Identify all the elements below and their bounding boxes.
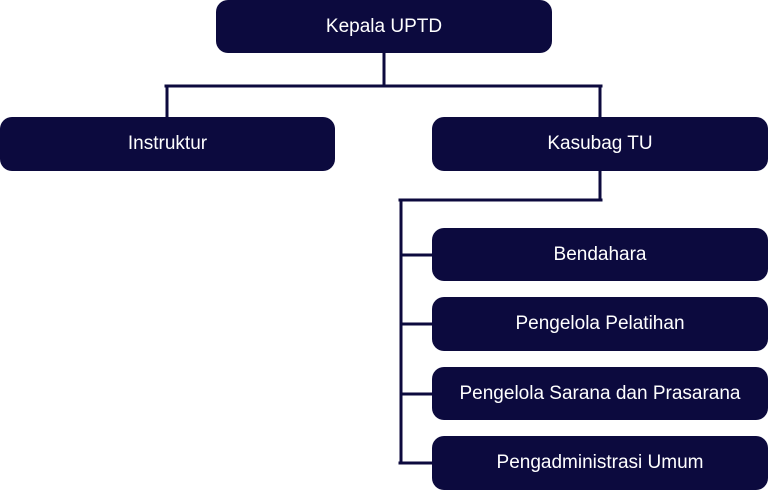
node-label: Pengelola Sarana dan Prasarana	[459, 382, 741, 404]
node-label: Pengelola Pelatihan	[515, 313, 685, 334]
node-label: Pengadministrasi Umum	[496, 452, 704, 473]
node-label: Kepala UPTD	[325, 15, 443, 37]
node-label: Instruktur	[127, 133, 208, 154]
node-label: Kasubag TU	[547, 133, 653, 154]
node-pengelola-pelatihan: Pengelola Pelatihan	[432, 297, 768, 351]
node-bendahara: Bendahara	[432, 228, 768, 281]
node-kepala-uptd: Kepala UPTD	[216, 0, 552, 53]
node-label: Bendahara	[553, 243, 647, 265]
node-pengelola-sarana-prasarana: Pengelola Sarana dan Prasarana	[432, 367, 768, 420]
node-kasubag-tu: Kasubag TU	[432, 117, 768, 171]
node-instruktur: Instruktur	[0, 117, 335, 171]
node-pengadministrasi-umum: Pengadministrasi Umum	[432, 436, 768, 490]
